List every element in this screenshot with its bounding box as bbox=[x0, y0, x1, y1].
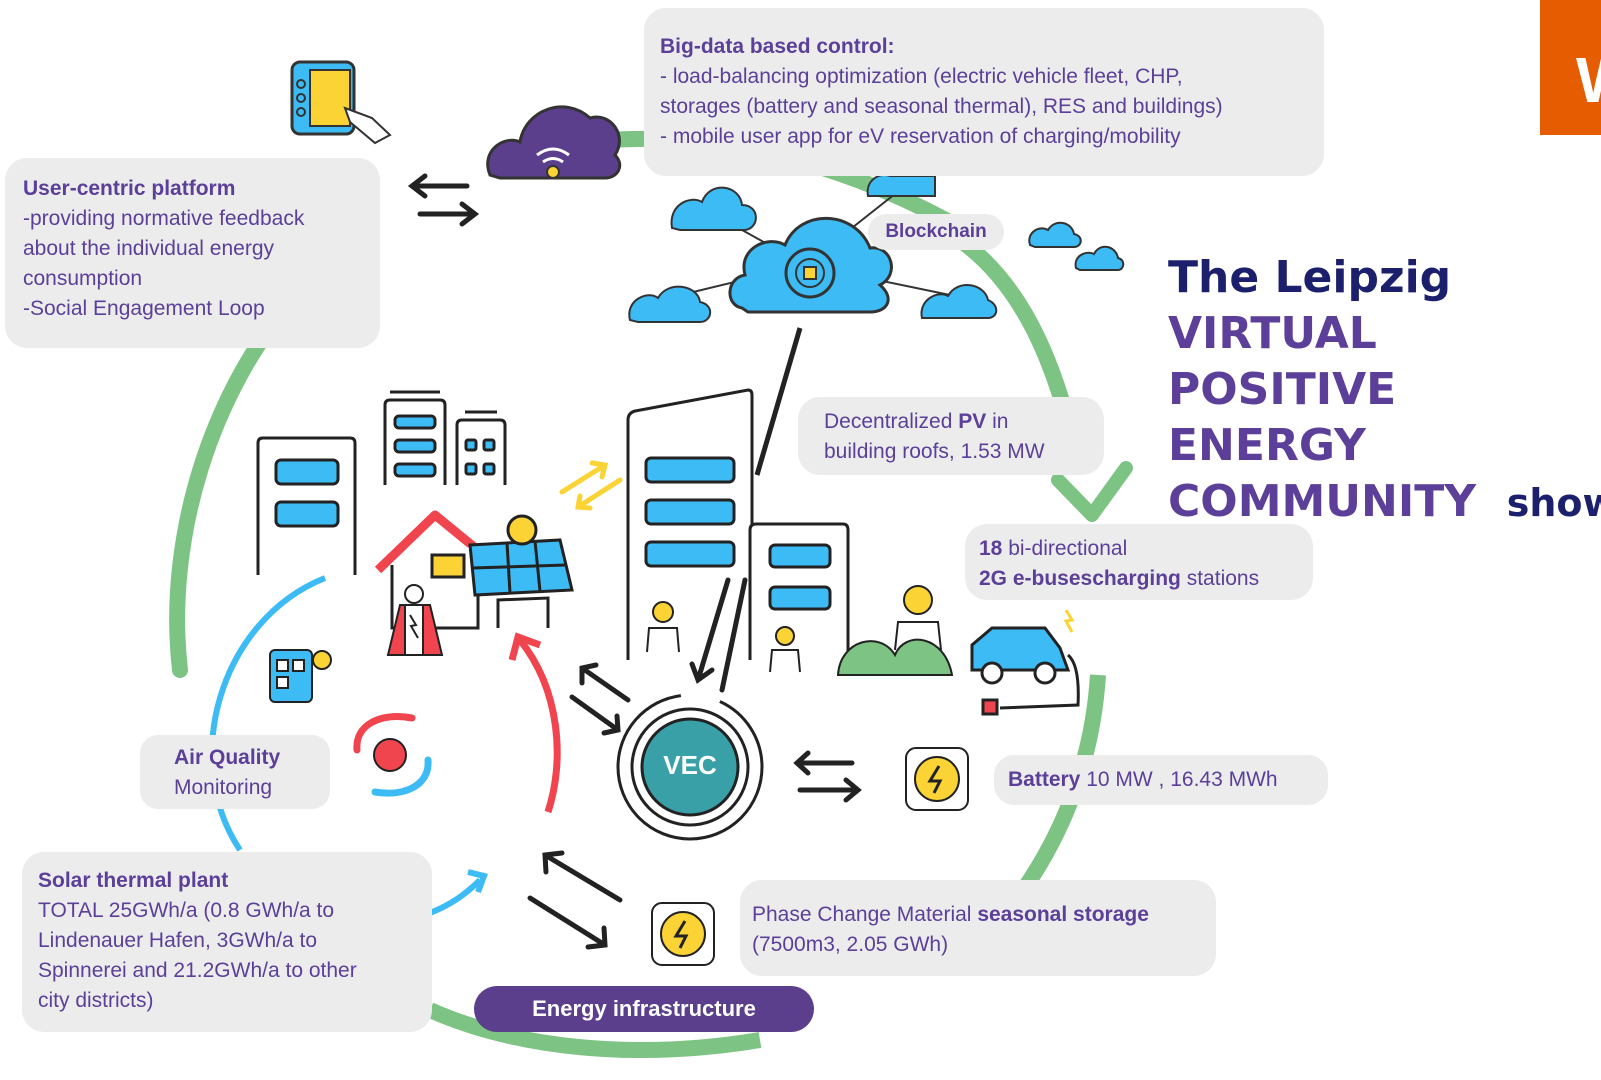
air-quality-box: Air Quality Monitoring bbox=[140, 735, 330, 809]
wifi-cloud-icon bbox=[486, 105, 622, 180]
battery-text: 10 MW , 16.43 MWh bbox=[1080, 768, 1278, 791]
pv-post: in bbox=[986, 410, 1009, 433]
decentralized-pv-box: Decentralized PV in building roofs, 1.53… bbox=[798, 397, 1104, 475]
headline-part5: show! bbox=[1506, 481, 1601, 525]
ebus-bold1: 18 bbox=[979, 537, 1003, 560]
big-data-title: Big-data based control: bbox=[660, 35, 895, 58]
user-platform-title: User-centric platform bbox=[23, 177, 236, 200]
air-quality-line2: Monitoring bbox=[174, 776, 273, 799]
yellow-exchange-arrows bbox=[559, 460, 623, 511]
pv-line2: building roofs, 1.53 MW bbox=[824, 440, 1045, 463]
pcm-bold: seasonal storage bbox=[977, 903, 1149, 926]
air-quality-line1: Air Quality bbox=[174, 746, 281, 769]
solar-thermal-line4: city districts) bbox=[38, 989, 154, 1012]
blockchain-link-line bbox=[754, 327, 803, 476]
battery-chip-icon bbox=[905, 747, 969, 811]
ebus-text1: bi-directional bbox=[1002, 537, 1128, 560]
user-platform-line3: consumption bbox=[23, 267, 143, 290]
pcm-seasonal-storage-box: Phase Change Material seasonal storage (… bbox=[740, 880, 1216, 976]
vec-label: VEC bbox=[663, 750, 717, 780]
pcm-line2: (7500m3, 2.05 GWh) bbox=[752, 933, 949, 956]
red-arrowhead bbox=[508, 632, 542, 661]
tablet-app-icon bbox=[290, 60, 392, 145]
green-arrowhead bbox=[1051, 461, 1133, 522]
blue-loop-arrowhead bbox=[467, 869, 488, 894]
headline-part4: COMMUNITY bbox=[1168, 476, 1477, 527]
user-platform-line2: about the individual energy bbox=[23, 237, 275, 260]
vec-connection-arrows bbox=[527, 577, 862, 950]
big-data-control-box: Big-data based control: - load-balancing… bbox=[644, 8, 1324, 176]
solar-thermal-line1: TOTAL 25GWh/a (0.8 GWh/a to bbox=[38, 899, 335, 922]
headline-part2: VIRTUAL bbox=[1168, 308, 1377, 359]
solar-thermal-line3: Spinnerei and 21.2GWh/a to other bbox=[38, 959, 357, 982]
solar-thermal-title: Solar thermal plant bbox=[38, 869, 229, 892]
headline: The Leipzig VIRTUAL POSITIVE ENERGY COMM… bbox=[1168, 250, 1601, 531]
pcm-pre: Phase Change Material bbox=[752, 903, 978, 926]
brand-logo-block bbox=[1540, 0, 1601, 135]
blockchain-cloud-network bbox=[628, 174, 1125, 323]
ebus-charging-box: 18 bi-directional 2G e-busescharging sta… bbox=[965, 524, 1313, 600]
blue-loop-line bbox=[209, 575, 327, 852]
battery-label-box: Battery 10 MW , 16.43 MWh bbox=[994, 755, 1328, 805]
green-cycle-ring-bottom bbox=[426, 1002, 762, 1058]
pcm-storage-chip-icon bbox=[651, 902, 715, 966]
buildings-left bbox=[256, 390, 507, 575]
electric-car-icon bbox=[970, 609, 1080, 716]
user-platform-line4: -Social Engagement Loop bbox=[23, 297, 265, 320]
green-hills bbox=[836, 638, 954, 676]
big-data-line2: storages (battery and seasonal thermal),… bbox=[660, 95, 1223, 118]
headline-part3: POSITIVE ENERGY bbox=[1168, 364, 1397, 471]
user-centric-platform-box: User-centric platform -providing normati… bbox=[5, 158, 380, 348]
phone-app-icon bbox=[269, 649, 332, 703]
exchange-arrows-top bbox=[407, 173, 480, 227]
ebus-text2: stations bbox=[1180, 567, 1260, 590]
headline-part1: The Leipzig bbox=[1168, 252, 1452, 303]
blockchain-label: Blockchain bbox=[868, 214, 1004, 250]
battery-bold: Battery bbox=[1008, 768, 1081, 791]
ebus-bold2: 2G e-busescharging bbox=[979, 567, 1181, 590]
big-data-line1: - load-balancing optimization (electric … bbox=[660, 65, 1183, 88]
pv-pre: Decentralized bbox=[824, 410, 959, 433]
red-heat-arrow bbox=[517, 637, 561, 814]
pv-bold: PV bbox=[958, 410, 987, 433]
brand-logo-letter: W bbox=[1576, 48, 1601, 112]
big-data-line3: - mobile user app for eV reservation of … bbox=[660, 125, 1181, 148]
user-platform-line1: -providing normative feedback bbox=[23, 207, 305, 230]
solar-thermal-line2: Lindenauer Hafen, 3GWh/a to bbox=[38, 929, 318, 952]
vec-hub bbox=[616, 693, 764, 841]
solar-thermal-box: Solar thermal plant TOTAL 25GWh/a (0.8 G… bbox=[22, 852, 432, 1032]
blue-loop-arrow bbox=[428, 877, 483, 916]
recycle-loop-icon bbox=[353, 713, 432, 797]
blockchain-text: Blockchain bbox=[885, 221, 987, 242]
energy-hero-figure bbox=[386, 584, 444, 656]
energy-infrastructure-pill: Energy infrastructure bbox=[474, 986, 814, 1032]
buildings-center bbox=[626, 388, 850, 660]
